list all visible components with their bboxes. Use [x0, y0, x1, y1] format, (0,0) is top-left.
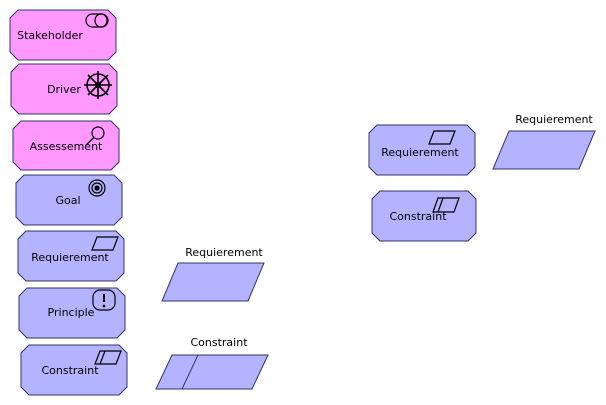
goal-label: Goal: [55, 194, 80, 207]
principle-label: Principle: [48, 306, 95, 319]
requirement-element[interactable]: Requierement: [17, 230, 125, 282]
stakeholder-label: Stakeholder: [17, 29, 83, 42]
requirement-parallelogram-icon: [428, 130, 456, 145]
constraint-parallelogram-icon: [432, 197, 460, 213]
constraint-right-label: Constraint: [389, 210, 447, 223]
constraint-shape[interactable]: Constraint: [155, 336, 269, 390]
requirement-shape-right[interactable]: Requierement: [492, 113, 596, 170]
principle-exclamation-icon: [92, 289, 116, 311]
stakeholder-element[interactable]: Stakeholder: [9, 9, 117, 61]
constraint-shape-label: Constraint: [190, 336, 248, 349]
requirement-parallelogram-icon: [91, 236, 119, 251]
constraint-element-right[interactable]: Constraint: [371, 190, 477, 242]
constraint-label: Constraint: [41, 364, 99, 377]
requirement-shape[interactable]: Requierement: [161, 246, 265, 302]
stakeholder-icon: [85, 13, 109, 28]
requirement-shape-label: Requierement: [185, 246, 263, 259]
driver-label: Driver: [47, 83, 81, 96]
driver-element[interactable]: Driver: [10, 63, 118, 115]
principle-element[interactable]: Principle: [18, 287, 126, 339]
goal-element[interactable]: Goal: [15, 174, 123, 226]
goal-target-icon: [88, 179, 106, 197]
constraint-element[interactable]: Constraint: [20, 344, 128, 396]
requirement-label: Requierement: [31, 251, 109, 264]
assessment-label: Assessement: [30, 140, 103, 153]
requirement-element-right[interactable]: Requierement: [368, 124, 476, 176]
assessment-magnifier-icon: [85, 126, 105, 146]
requirement-right-label: Requierement: [381, 146, 459, 159]
assessment-element[interactable]: Assessement: [12, 120, 120, 171]
driver-wheel-icon: [84, 71, 112, 99]
requirement-shape-right-label: Requierement: [515, 113, 593, 126]
constraint-parallelogram-icon: [94, 350, 122, 365]
